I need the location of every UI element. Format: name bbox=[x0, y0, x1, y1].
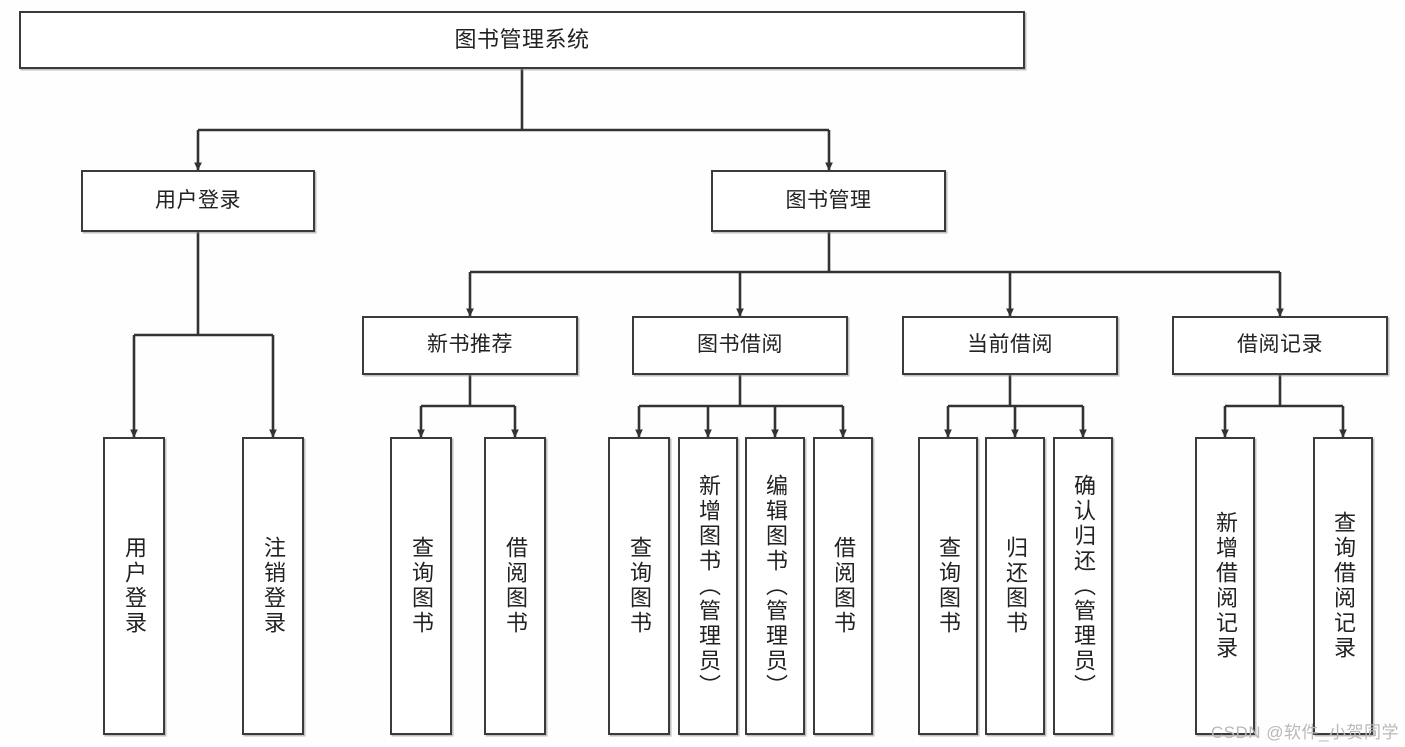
node-leaf-borrow-book-1[interactable]: 借阅图书 bbox=[484, 437, 546, 735]
node-leaf-return-book[interactable]: 归还图书 bbox=[985, 437, 1045, 735]
edge-group bbox=[130, 69, 1347, 438]
node-label: 注销登录 bbox=[260, 536, 286, 636]
node-leaf-query-book-2[interactable]: 查询图书 bbox=[608, 437, 670, 735]
node-root[interactable]: 图书管理系统 bbox=[19, 11, 1025, 69]
node-label: 用户登录 bbox=[121, 536, 147, 636]
node-label: 借阅图书 bbox=[502, 536, 528, 636]
node-label: 确认归还（管理员） bbox=[1070, 473, 1096, 699]
node-label: 查询图书 bbox=[408, 536, 434, 636]
node-leaf-add-book[interactable]: 新增图书（管理员） bbox=[678, 437, 738, 735]
node-label: 编辑图书（管理员） bbox=[762, 473, 788, 699]
node-label: 新增图书（管理员） bbox=[695, 473, 721, 699]
node-newbooks[interactable]: 新书推荐 bbox=[362, 316, 578, 375]
node-leaf-query-book-1[interactable]: 查询图书 bbox=[390, 437, 452, 735]
node-label: 图书管理系统 bbox=[454, 27, 590, 53]
node-leaf-confirm-return[interactable]: 确认归还（管理员） bbox=[1053, 437, 1113, 735]
node-records[interactable]: 借阅记录 bbox=[1172, 316, 1388, 375]
node-current[interactable]: 当前借阅 bbox=[902, 316, 1118, 375]
node-label: 图书管理 bbox=[785, 188, 872, 212]
node-bookmgmt[interactable]: 图书管理 bbox=[711, 170, 946, 232]
node-leaf-add-record[interactable]: 新增借阅记录 bbox=[1195, 437, 1255, 735]
node-borrow[interactable]: 图书借阅 bbox=[632, 316, 848, 375]
node-label: 借阅图书 bbox=[830, 536, 856, 636]
node-login[interactable]: 用户登录 bbox=[81, 170, 315, 232]
node-leaf-logout[interactable]: 注销登录 bbox=[242, 437, 304, 735]
node-label: 新增借阅记录 bbox=[1212, 511, 1238, 661]
node-label: 查询借阅记录 bbox=[1330, 511, 1356, 661]
node-label: 归还图书 bbox=[1002, 536, 1028, 636]
node-label: 查询图书 bbox=[935, 536, 961, 636]
watermark-text: CSDN @软件_小贺同学 bbox=[1210, 723, 1399, 742]
node-label: 查询图书 bbox=[626, 536, 652, 636]
node-label: 图书借阅 bbox=[697, 333, 783, 357]
node-label: 当前借阅 bbox=[967, 333, 1053, 357]
node-leaf-query-book-3[interactable]: 查询图书 bbox=[918, 437, 978, 735]
node-leaf-query-record[interactable]: 查询借阅记录 bbox=[1313, 437, 1373, 735]
node-label: 用户登录 bbox=[155, 188, 241, 212]
node-leaf-borrow-book-2[interactable]: 借阅图书 bbox=[813, 437, 873, 735]
node-label: 新书推荐 bbox=[427, 333, 513, 357]
node-leaf-edit-book[interactable]: 编辑图书（管理员） bbox=[745, 437, 805, 735]
node-leaf-user-login[interactable]: 用户登录 bbox=[103, 437, 165, 735]
node-label: 借阅记录 bbox=[1237, 333, 1323, 357]
